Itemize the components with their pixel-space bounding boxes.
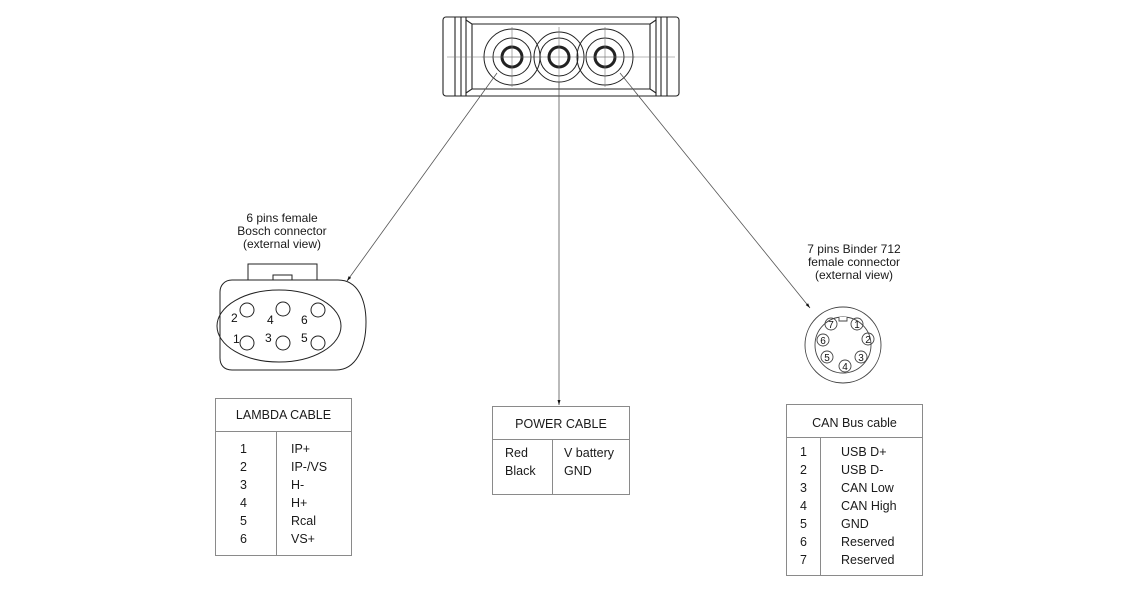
signal-name: V battery xyxy=(564,446,615,460)
bosch-connector xyxy=(216,263,367,371)
signal-name: USB D+ xyxy=(841,445,887,459)
device-body xyxy=(442,16,680,97)
table-row: 3 CAN Low xyxy=(787,479,922,497)
table-row: 4 CAN High xyxy=(787,497,922,515)
table-row: 4 H+ xyxy=(216,494,351,512)
caption-line: 7 pins Binder 712 xyxy=(807,242,901,256)
table-title: CAN Bus cable xyxy=(787,405,922,438)
pin-number: 5 xyxy=(800,517,807,531)
signal-name: GND xyxy=(564,464,592,478)
table-row: 2 IP-/VS xyxy=(216,458,351,476)
bosch-pin-label: 2 xyxy=(231,311,238,325)
caption-line: Bosch connector xyxy=(237,224,327,238)
binder-pin-label: 3 xyxy=(858,353,864,364)
binder-pin-label: 1 xyxy=(854,320,860,331)
table-row: Black GND xyxy=(493,462,629,480)
pin-number: 4 xyxy=(240,496,247,510)
power-cable-table: POWER CABLE Red V battery Black GND xyxy=(492,406,630,495)
bosch-pin-label: 6 xyxy=(301,313,308,327)
table-row: 1 IP+ xyxy=(216,440,351,458)
bosch-connector-caption: 6 pins female Bosch connector (external … xyxy=(222,212,342,251)
binder-pin-label: 4 xyxy=(842,362,848,373)
binder-pin-label: 6 xyxy=(820,336,826,347)
pin-number: 7 xyxy=(800,553,807,567)
signal-name: CAN High xyxy=(841,499,897,513)
signal-name: USB D- xyxy=(841,463,884,477)
signal-name: Reserved xyxy=(841,553,895,567)
binder-connector xyxy=(804,306,882,384)
binder-connector-caption: 7 pins Binder 712 female connector (exte… xyxy=(792,243,916,282)
port-left xyxy=(482,27,542,87)
table-row: 7 Reserved xyxy=(787,551,922,569)
bosch-pin-label: 1 xyxy=(233,332,240,346)
signal-name: VS+ xyxy=(291,532,315,546)
pin-number: 2 xyxy=(800,463,807,477)
bosch-pin-label: 5 xyxy=(301,331,308,345)
can-bus-cable-table: CAN Bus cable 1 USB D+ 2 USB D- 3 CAN Low 4… xyxy=(786,404,923,576)
caption-line: 6 pins female xyxy=(246,211,318,225)
pin-number: 4 xyxy=(800,499,807,513)
pin-number: 5 xyxy=(240,514,247,528)
can-leader-arrow xyxy=(619,72,811,309)
pin-number: 6 xyxy=(800,535,807,549)
caption-line: (external view) xyxy=(814,268,894,282)
pin-number: 3 xyxy=(240,478,247,492)
table-row: 2 USB D- xyxy=(787,461,922,479)
binder-pin-label: 5 xyxy=(824,353,830,364)
signal-name: Reserved xyxy=(841,535,895,549)
binder-pin-label: 7 xyxy=(828,320,834,331)
table-title: POWER CABLE xyxy=(493,407,629,440)
table-row: 6 VS+ xyxy=(216,530,351,548)
signal-name: GND xyxy=(841,517,869,531)
wire-color: Black xyxy=(505,464,536,478)
table-row: Red V battery xyxy=(493,444,629,462)
bosch-pin-label: 4 xyxy=(267,313,274,327)
binder-pin-label: 2 xyxy=(865,335,871,346)
signal-name: H- xyxy=(291,478,305,492)
pin-number: 1 xyxy=(240,442,247,456)
bosch-pin-label: 3 xyxy=(265,331,272,345)
table-row: 1 USB D+ xyxy=(787,443,922,461)
pin-number: 6 xyxy=(240,532,247,546)
pin-number: 3 xyxy=(800,481,807,495)
table-row: 5 GND xyxy=(787,515,922,533)
table-title: LAMBDA CABLE xyxy=(216,399,351,432)
wire-color: Red xyxy=(505,446,528,460)
signal-name: CAN Low xyxy=(841,481,894,495)
signal-name: H+ xyxy=(291,496,308,510)
caption-line: female connector xyxy=(807,255,901,269)
signal-name: Rcal xyxy=(291,514,317,528)
signal-name: IP-/VS xyxy=(291,460,328,474)
lambda-leader-arrow xyxy=(346,72,498,282)
signal-name: IP+ xyxy=(291,442,311,456)
caption-line: (external view) xyxy=(242,237,322,251)
table-row: 5 Rcal xyxy=(216,512,351,530)
table-row: 6 Reserved xyxy=(787,533,922,551)
pin-number: 2 xyxy=(240,460,247,474)
pin-number: 1 xyxy=(800,445,807,459)
port-right xyxy=(575,27,635,87)
table-row: 3 H- xyxy=(216,476,351,494)
